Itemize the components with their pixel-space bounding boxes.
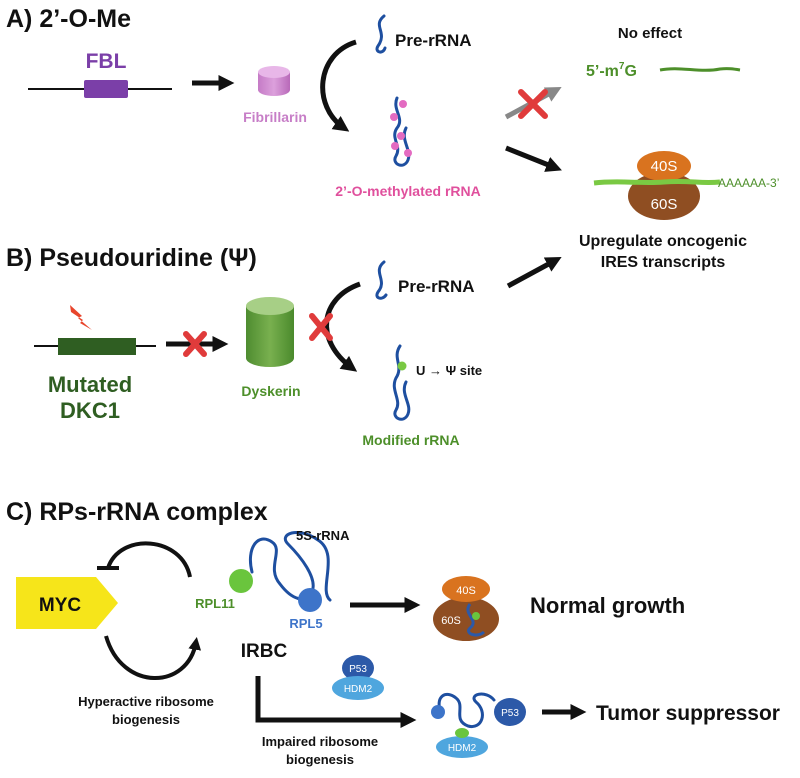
upregulate-line2: IRES transcripts bbox=[601, 254, 726, 271]
subunit-60s-top-label: 60S bbox=[651, 196, 678, 213]
hdm2-icon bbox=[332, 676, 384, 700]
pre-rrna-b-strand bbox=[375, 260, 388, 300]
subunit-60s-bottom bbox=[433, 597, 499, 641]
free-p53-icon bbox=[494, 698, 526, 726]
pseudouridine-site-dot bbox=[397, 361, 407, 371]
mutation-bolt-icon bbox=[70, 305, 92, 330]
myc-label: MYC bbox=[39, 595, 82, 616]
block-x-b1 bbox=[183, 331, 207, 357]
curved-arrow-a bbox=[320, 39, 357, 132]
section-a: A) 2’-O-Me FBL Fibrillarin Pre-rRNA 2’-O… bbox=[6, 5, 741, 199]
pre-rrna-a-strand bbox=[375, 14, 387, 54]
ribosome-top: 40S 60S AAAAAA-3’ bbox=[593, 151, 779, 220]
subunit-40s-bottom bbox=[442, 576, 490, 602]
capped-mrna-strand bbox=[659, 67, 741, 72]
rpl5-icon bbox=[298, 588, 322, 612]
tumor-suppressor-label: Tumor suppressor bbox=[596, 702, 780, 725]
5s-rrna-label: 5S-rRNA bbox=[296, 528, 350, 543]
p53-label: P53 bbox=[349, 664, 367, 675]
ribosome-rpl11-dot bbox=[472, 612, 480, 620]
curved-arrow-b bbox=[324, 281, 361, 372]
fbl-label: FBL bbox=[86, 50, 127, 73]
cap-label: 5’-m7G bbox=[586, 61, 637, 80]
rpl5-label: RPL5 bbox=[289, 616, 322, 631]
modified-rrna-label: Modified rRNA bbox=[362, 432, 459, 448]
free-p53: P53 bbox=[494, 698, 526, 726]
ribosome-bottom: 40S 60S bbox=[433, 576, 499, 641]
inhibition-arc bbox=[106, 541, 192, 578]
rpl11-label: RPL11 bbox=[195, 596, 235, 611]
free-p53-label: P53 bbox=[501, 708, 519, 719]
ribosome-rrna-strand bbox=[466, 603, 486, 637]
normal-growth-label: Normal growth bbox=[530, 593, 685, 618]
fibrillarin-icon bbox=[258, 66, 290, 96]
hdm2-bound-icon bbox=[436, 736, 488, 758]
irbc-rpl11-dot bbox=[455, 728, 469, 738]
arrow-to-ribosome bbox=[505, 145, 562, 172]
pre-rrna-b-label: Pre-rRNA bbox=[398, 277, 475, 296]
irbc-complex bbox=[229, 530, 332, 612]
polya-tail-label: AAAAAA-3’ bbox=[718, 176, 779, 190]
impaired-line2: biogenesis bbox=[286, 752, 354, 767]
p53-icon bbox=[342, 655, 374, 681]
dkc1-gene bbox=[34, 305, 156, 355]
rpl11-icon bbox=[229, 569, 253, 593]
methylated-rrna-label: 2’-O-methylated rRNA bbox=[335, 183, 480, 199]
feedback-loop bbox=[97, 541, 202, 680]
hyperactive-line2: biogenesis bbox=[112, 712, 180, 727]
pre-rrna-a-label: Pre-rRNA bbox=[395, 31, 472, 50]
section-a-title: A) 2’-O-Me bbox=[6, 5, 131, 33]
dkc1-line2: DKC1 bbox=[60, 398, 120, 423]
impaired-line1: Impaired ribosome bbox=[262, 734, 378, 749]
subunit-40s-top-label: 40S bbox=[651, 158, 678, 175]
arrow-b-to-upregulate bbox=[506, 256, 562, 289]
no-effect-label: No effect bbox=[618, 25, 682, 42]
upregulate-line1: Upregulate oncogenic bbox=[579, 233, 747, 250]
hdm2-bound-label: HDM2 bbox=[448, 743, 477, 754]
dyskerin-label: Dyskerin bbox=[241, 383, 300, 399]
hdm2-label: HDM2 bbox=[344, 684, 373, 695]
ires-mrna-strand bbox=[593, 178, 721, 186]
fbl-gene: FBL bbox=[28, 50, 172, 98]
u-psi-site-label: U → Ψ site bbox=[416, 363, 482, 378]
block-x-b2 bbox=[309, 313, 333, 341]
section-b-title: B) Pseudouridine (Ψ) bbox=[6, 244, 257, 272]
fibrillarin-label: Fibrillarin bbox=[243, 109, 307, 125]
modified-rrna-strand bbox=[392, 344, 411, 421]
p53-hdm2-complex: P53 HDM2 bbox=[332, 655, 384, 700]
myc-box: MYC bbox=[16, 577, 118, 629]
irbc-label: IRBC bbox=[241, 641, 288, 662]
block-x-a bbox=[518, 89, 548, 119]
irbc-hdm2-strand bbox=[437, 692, 496, 729]
dyskerin-icon bbox=[246, 297, 294, 367]
hyperactive-line1: Hyperactive ribosome bbox=[78, 694, 214, 709]
subunit-40s-bottom-label: 40S bbox=[456, 585, 476, 597]
section-c-title: C) RPs-rRNA complex bbox=[6, 498, 268, 526]
section-c: C) RPs-rRNA complex MYC Hyperactive ribo… bbox=[6, 498, 780, 767]
irbc-rpl5-dot bbox=[431, 705, 445, 719]
section-b: B) Pseudouridine (Ψ) Mutated DKC1 Dysker… bbox=[6, 244, 562, 448]
dkc1-line1: Mutated bbox=[48, 372, 132, 397]
activation-arc bbox=[104, 635, 202, 680]
arrow-impaired bbox=[255, 676, 417, 729]
irbc-hdm2-complex: HDM2 bbox=[431, 692, 496, 758]
methylated-rrna-strand bbox=[390, 96, 412, 167]
subunit-40s-top bbox=[637, 151, 691, 181]
subunit-60s-bottom-label: 60S bbox=[441, 615, 461, 627]
